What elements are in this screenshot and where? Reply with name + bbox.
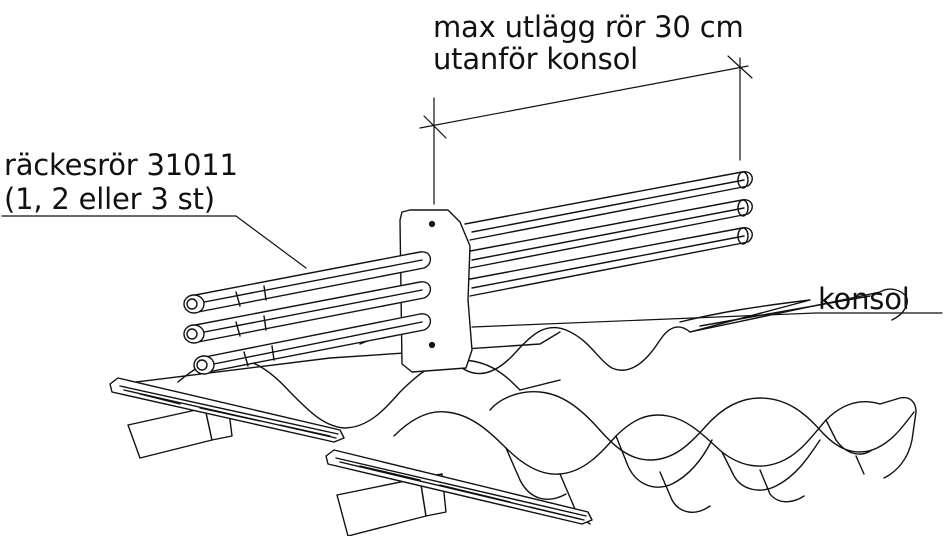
- max-overhang-sublabel: utanför konsol: [433, 42, 638, 76]
- bracket-label: konsol: [818, 282, 910, 316]
- rail-label: räckesrör 31011: [4, 148, 238, 182]
- rail-pipes-back: [464, 171, 753, 297]
- leader-lines: [1, 215, 943, 328]
- tile-ridge-right: [325, 449, 593, 525]
- dimension-line: [419, 55, 753, 205]
- max-overhang-label: max utlägg rör 30 cm: [433, 10, 744, 44]
- rail-pipes-front: [183, 251, 431, 375]
- tile-ridge-left: [109, 377, 345, 443]
- rail-quantity-label: (1, 2 eller 3 st): [4, 182, 215, 216]
